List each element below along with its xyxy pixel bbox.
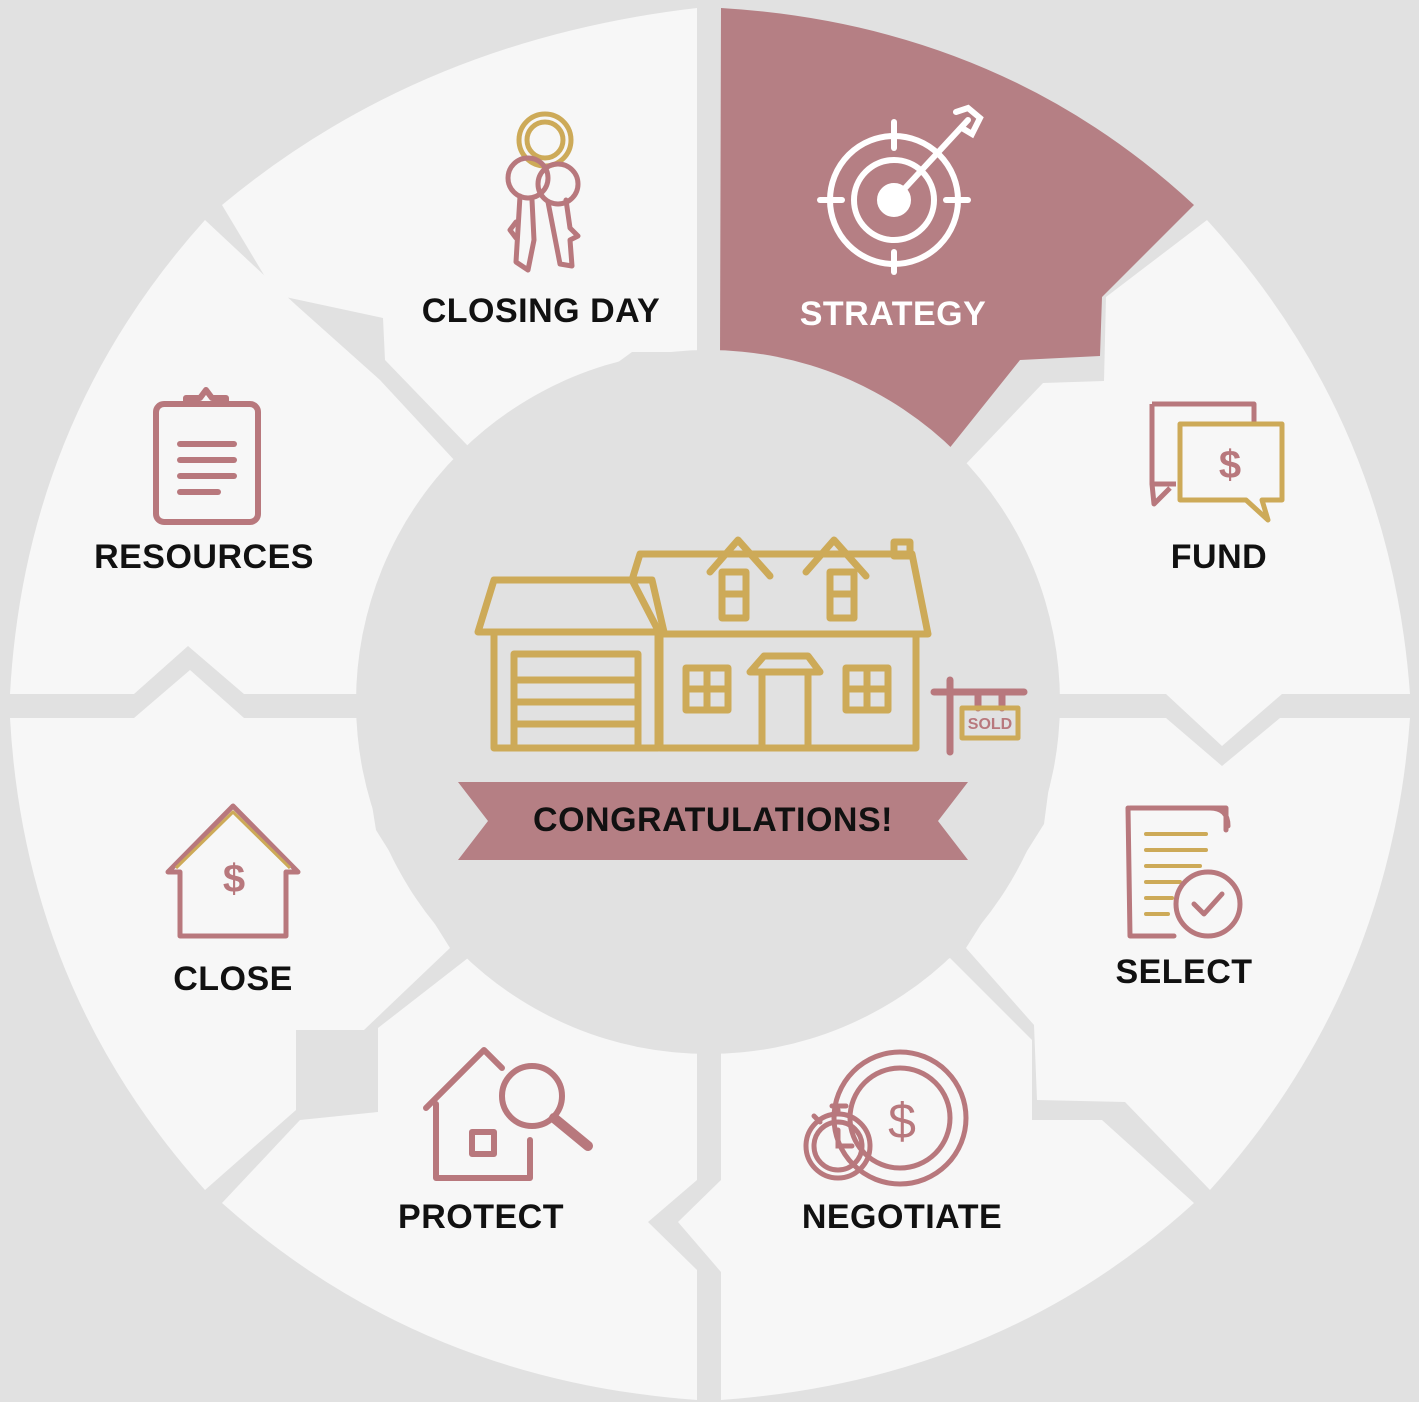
house-magnifier-icon xyxy=(423,1047,593,1181)
sold-house-icon xyxy=(474,536,1028,756)
negotiate-dollar-symbol: $ xyxy=(888,1093,916,1149)
clipboard-icon xyxy=(153,387,261,525)
house-dollar-icon xyxy=(165,803,301,939)
wheel-segments xyxy=(10,8,1410,1400)
keys-icon xyxy=(505,111,581,273)
segment-strategy xyxy=(720,8,1194,450)
segment-select xyxy=(966,718,1410,1190)
chat-dollar-icon xyxy=(1149,401,1285,523)
segment-negotiate xyxy=(678,958,1194,1400)
segment-fund xyxy=(964,220,1410,746)
segment-closing-day xyxy=(222,8,697,446)
segment-label-close: CLOSE xyxy=(173,960,293,998)
target-arrow-icon xyxy=(817,104,984,275)
document-check-icon xyxy=(1125,805,1243,939)
close-dollar-symbol: $ xyxy=(223,857,245,901)
congratulations-text: CONGRATULATIONS! xyxy=(533,801,893,839)
sold-sign-text: SOLD xyxy=(968,716,1012,733)
congratulations-banner xyxy=(458,782,968,860)
segment-label-resources: RESOURCES xyxy=(94,538,314,576)
segment-label-fund: FUND xyxy=(1171,538,1267,576)
segment-label-negotiate: NEGOTIATE xyxy=(802,1198,1002,1236)
segment-label-closing-day: CLOSING DAY xyxy=(422,292,661,330)
segment-label-protect: PROTECT xyxy=(398,1198,564,1236)
coin-stopwatch-icon xyxy=(803,1049,969,1187)
fund-dollar-symbol: $ xyxy=(1219,443,1241,487)
segment-label-strategy: STRATEGY xyxy=(800,295,987,333)
segment-label-select: SELECT xyxy=(1115,953,1252,991)
segment-close xyxy=(10,670,450,1190)
